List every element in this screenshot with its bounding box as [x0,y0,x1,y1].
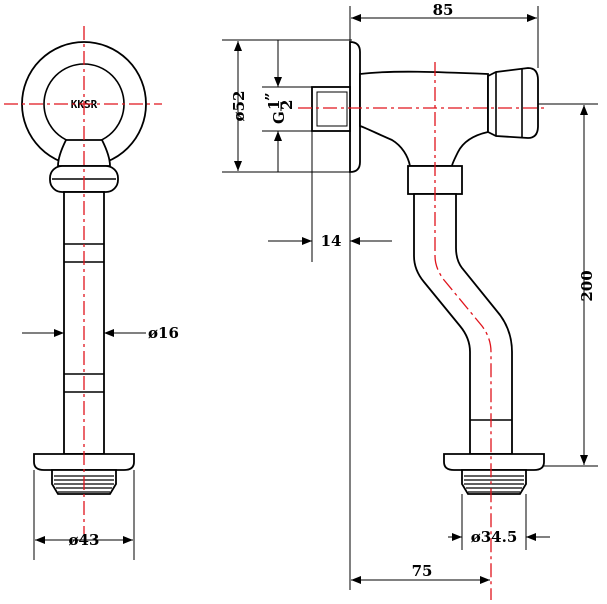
thread-depth-label: 14 [321,232,342,250]
side-push-button [487,67,539,139]
thread-size-label: G 1 2 ” [262,92,296,124]
side-offset-pipe [413,193,513,455]
flange-dia-label: ø52 [230,91,248,122]
thread-prefix: G [270,111,288,124]
thread-fraction-den: 2 [278,100,296,110]
side-pipe-centerline [434,255,492,600]
side-thread-stub [311,86,351,132]
front-view: KKSR ø16 ø43 [4,26,179,560]
thread-fraction-num: 1 [265,100,283,110]
side-view: 85 ø52 G 1 2 ” 14 200 ø [222,1,598,600]
top-width-label: 85 [433,1,454,19]
side-base-flange [443,453,545,471]
side-thread-inner [316,91,348,127]
side-thread-lines [464,475,524,493]
side-flange [349,41,361,173]
height-label: 200 [578,270,596,301]
side-valve-body [359,70,489,167]
offset-label: 75 [412,562,433,580]
pipe-dia-label: ø16 [148,324,179,342]
thread-inch-mark: ” [262,92,280,101]
side-threaded-outlet [461,469,527,495]
outlet-dia-label: ø34.5 [471,528,518,546]
base-dia-label: ø43 [69,531,100,549]
